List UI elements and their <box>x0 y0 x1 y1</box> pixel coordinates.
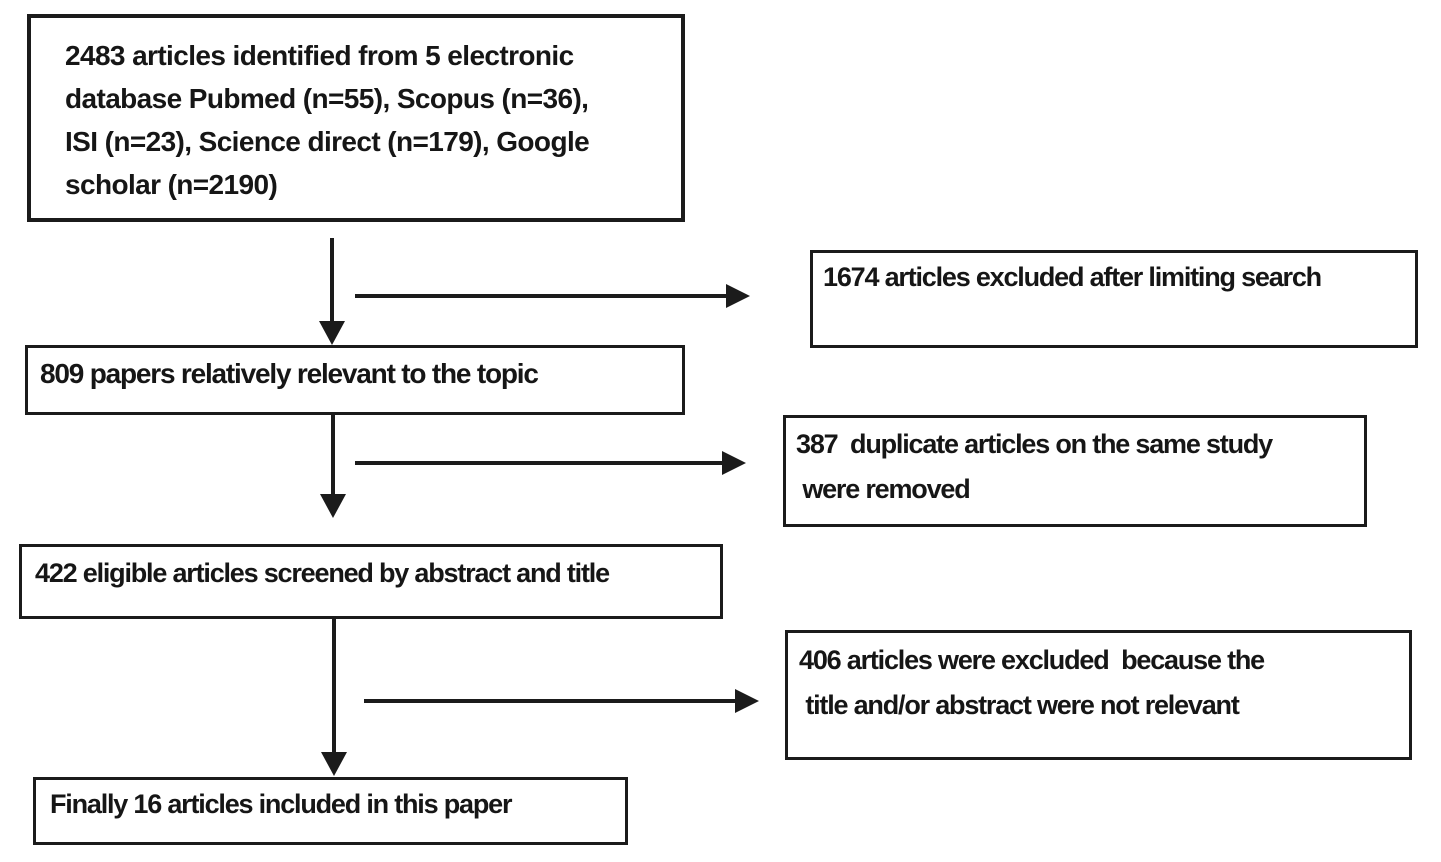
box-papers-relatively-relevant: 809 papers relatively relevant to the to… <box>25 345 685 415</box>
arrow-identified-to-relevant-shaft <box>330 238 334 322</box>
box-excluded-after-limiting-search: 1674 articles excluded after limiting se… <box>810 250 1418 348</box>
box-articles-included: Finally 16 articles included in this pap… <box>33 777 628 845</box>
box-articles-identified: 2483 articles identified from 5 electron… <box>27 14 685 222</box>
box-screened-by-abstract-and-title: 422 eligible articles screened by abstra… <box>19 544 723 619</box>
arrow-screened-to-included-shaft <box>332 619 336 753</box>
arrow-identified-to-relevant-head-icon <box>319 321 345 345</box>
arrow-to-excluded-not-relevant-head-icon <box>735 689 759 713</box>
arrow-to-duplicates-removed-head-icon <box>722 451 746 475</box>
arrow-to-excluded-not-relevant-shaft <box>364 699 736 703</box>
arrow-to-duplicates-removed-shaft <box>355 461 723 465</box>
arrow-to-excluded-limiting-shaft <box>355 294 727 298</box>
arrow-relevant-to-screened-shaft <box>331 415 335 495</box>
arrow-to-excluded-limiting-head-icon <box>726 284 750 308</box>
box-excluded-title-abstract-not-relevant: 406 articles were excluded because the t… <box>785 630 1412 760</box>
arrow-relevant-to-screened-head-icon <box>320 494 346 518</box>
arrow-screened-to-included-head-icon <box>321 752 347 776</box>
box-duplicates-removed: 387 duplicate articles on the same study… <box>783 415 1367 527</box>
